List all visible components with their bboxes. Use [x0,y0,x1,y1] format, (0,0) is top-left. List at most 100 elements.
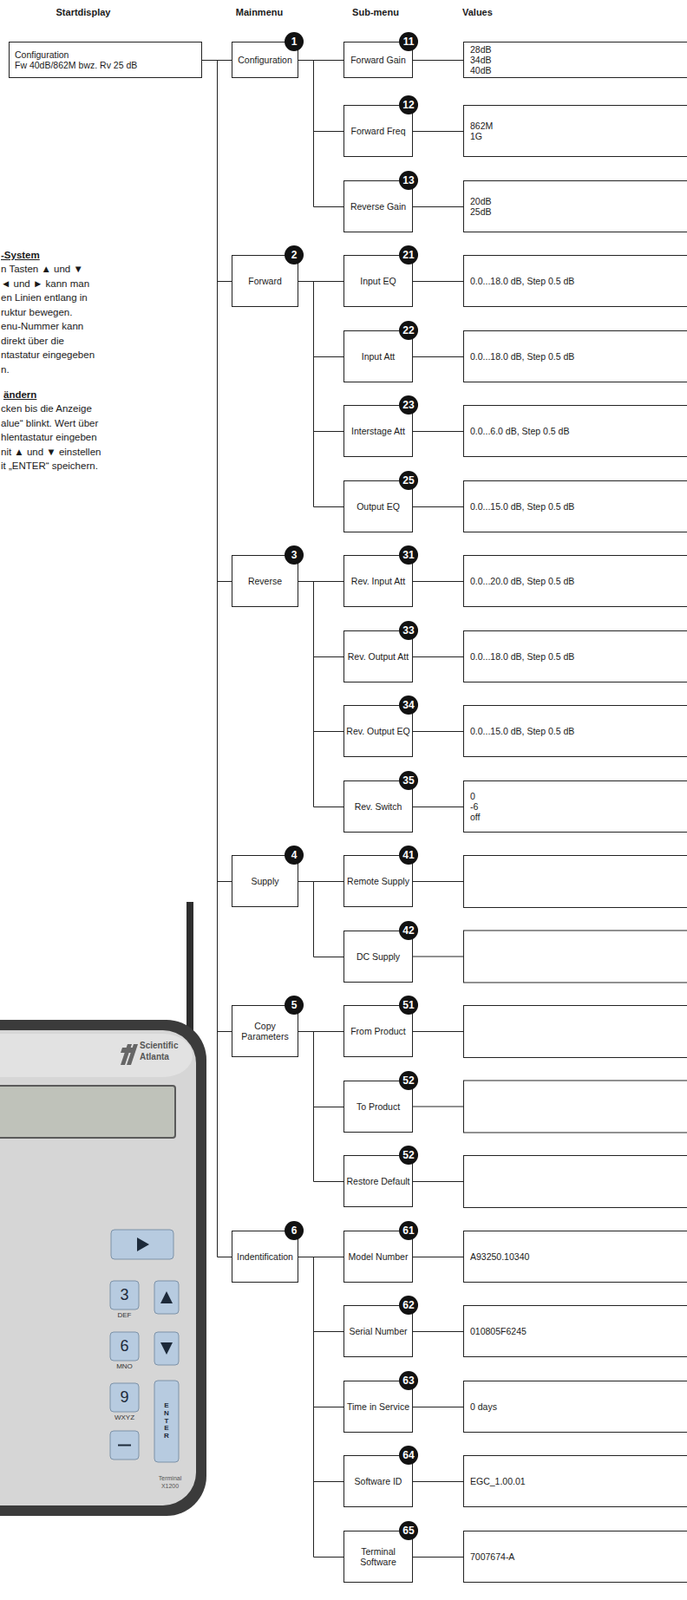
callout-badge: 42 [399,921,419,941]
submenu-label: From Product [346,1026,411,1037]
submenu-box: Restore Default52 [343,1155,413,1208]
callout-number: 52 [399,1071,419,1091]
callout-badge: 62 [399,1295,419,1316]
value-box: 0.0...18.0 dB, Step 0.5 dB [463,330,687,383]
value-text: 0.0...6.0 dB, Step 0.5 dB [470,425,687,437]
connector [298,582,344,733]
callout-number: 62 [399,1295,419,1316]
value-text: 7007674-A [470,1551,687,1563]
connector [298,281,344,358]
menu-box: Reverse3 [231,555,299,608]
menu-label: Reverse [234,575,296,587]
value-box: 20dB25dB [463,180,687,233]
callout-badge: 2 [284,245,304,265]
submenu-box: DC Supply42 [343,930,413,983]
callout-number: 33 [399,621,419,641]
connector [412,581,464,583]
callout-badge: 65 [399,1521,419,1541]
value-box: 0.0...15.0 dB, Step 0.5 dB [463,480,687,533]
submenu-label: Forward Freq [346,125,411,137]
connector [412,506,464,508]
value-text: 0.0...15.0 dB, Step 0.5 dB [470,726,687,737]
menu-label: Indentification [234,1251,296,1263]
column-header: Values [462,6,493,19]
submenu-box: Rev. Switch35 [343,780,413,833]
value-box: 0.0...18.0 dB, Step 0.5 dB [463,255,687,308]
menu-box: Copy Parameters5 [231,1005,299,1058]
submenu-label: Terminal Software [346,1546,411,1568]
connector [412,59,464,61]
value-line [412,1106,464,1108]
value-text: 0.0...18.0 dB, Step 0.5 dB [470,651,687,662]
submenu-box: Input EQ21 [343,255,413,308]
submenu-box: Output EQ25 [343,480,413,533]
connector [298,1257,344,1483]
empty-value-box [464,1006,687,1059]
submenu-label: Time in Service [346,1401,411,1413]
callout-badge: 25 [399,471,419,491]
connector [412,656,464,658]
value-line [412,956,464,958]
submenu-label: Output EQ [346,501,411,512]
menu-label: Supply [234,876,296,887]
submenu-box: Rev. Output EQ34 [343,705,413,758]
connector [298,1257,344,1558]
instruction-text: nit ▲ und ▼ einstellen [0,445,101,458]
menu-label: Forward [234,275,296,287]
connector [412,731,464,733]
submenu-label: Software ID [346,1476,411,1487]
instruction-heading: ändern [3,388,37,401]
callout-badge: 22 [399,320,419,341]
value-box: 0.0...20.0 dB, Step 0.5 dB [463,555,687,608]
submenu-label: Restore Default [346,1176,411,1187]
callout-number: 35 [399,771,419,791]
value-line [412,1181,464,1183]
column-header: Sub-menu [352,6,400,19]
value-box: 862M1G [463,104,687,158]
callout-badge: 64 [399,1445,419,1466]
callout-number: 22 [399,320,419,341]
callout-number: 34 [399,695,419,715]
submenu-label: Rev. Switch [346,801,411,812]
value-text: 010805F6245 [470,1326,687,1337]
callout-badge: 35 [399,771,419,791]
submenu-box: To Product52 [343,1080,413,1133]
connector [412,431,464,432]
display-box: ConfigurationFw 40dB/862M bwz. Rv 25 dB [8,41,203,79]
submenu-box: Software ID64 [343,1455,413,1508]
value-text: 1G [470,130,687,142]
instruction-text: n Tasten ▲ und ▼ [0,262,84,275]
callout-number: 41 [399,845,419,865]
instruction-text: ntastatur eingegeben [0,348,95,361]
callout-number: 4 [284,845,304,865]
key-label: 9 [119,1388,129,1407]
submenu-box: Remote Supply41 [343,855,413,908]
connector [412,1331,464,1333]
connector [298,582,344,658]
connector [298,1257,344,1333]
value-text: 0.0...18.0 dB, Step 0.5 dB [470,351,687,362]
submenu-label: Model Number [346,1251,411,1263]
menu-label: Configuration [234,54,296,66]
submenu-label: Interstage Att [346,425,411,437]
empty-value-box [464,1156,687,1209]
connector [412,130,464,132]
submenu-label: Input Att [346,351,411,362]
submenu-box: Model Number61 [343,1230,413,1283]
submenu-label: Rev. Output Att [346,651,411,662]
connector [298,1032,344,1108]
connector [298,281,344,432]
value-box: 7007674-A [463,1531,687,1584]
callout-badge: 11 [399,32,419,52]
key-label: 6 [119,1337,129,1355]
connector [412,206,464,208]
connector [298,1257,344,1408]
submenu-box: Terminal Software65 [343,1531,413,1584]
connector [412,1256,464,1258]
callout-badge: 41 [399,845,419,865]
connector [412,1557,464,1558]
instruction-text: ◄ und ► kann man [0,277,90,290]
callout-badge: 63 [399,1371,419,1391]
callout-badge: 1 [284,32,304,52]
value-box: 0 days [463,1380,687,1433]
